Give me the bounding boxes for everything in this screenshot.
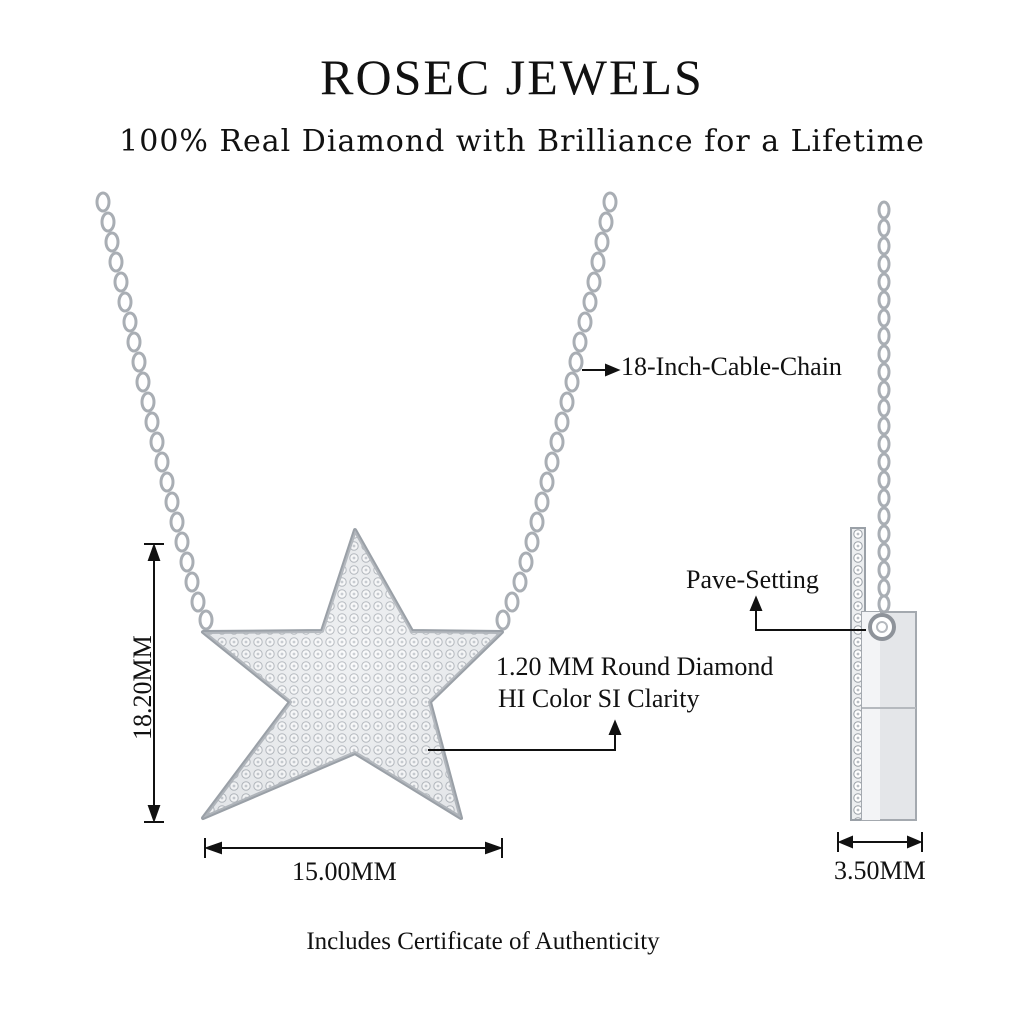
height-dimension-line: [144, 543, 164, 823]
tagline: 100% Real Diamond with Brilliance for a …: [119, 124, 925, 159]
star-pendant-side: [850, 527, 917, 821]
depth-label: 3.50MM: [834, 856, 926, 885]
chain-leader-arrow: [582, 363, 621, 377]
diamond-quality-label: HI Color SI Clarity: [498, 684, 700, 713]
star-pendant-front: [201, 528, 504, 820]
pave-leader-arrow: [749, 595, 866, 631]
width-dimension-line: [204, 838, 503, 858]
chain-left: [95, 191, 214, 631]
certificate-note: Includes Certificate of Authenticity: [306, 928, 660, 955]
height-label: 18.20MM: [128, 635, 157, 740]
brand-title: ROSEC JEWELS: [320, 49, 704, 105]
diamond-leader-arrow: [428, 719, 622, 751]
chain-label: 18-Inch-Cable-Chain: [621, 352, 842, 381]
width-label: 15.00MM: [292, 857, 397, 886]
diamond-size-label: 1.20 MM Round Diamond: [496, 652, 774, 681]
setting-label: Pave-Setting: [686, 565, 819, 594]
chain-right: [495, 191, 618, 631]
depth-dimension-line: [837, 832, 923, 852]
chain-side: [877, 200, 891, 614]
